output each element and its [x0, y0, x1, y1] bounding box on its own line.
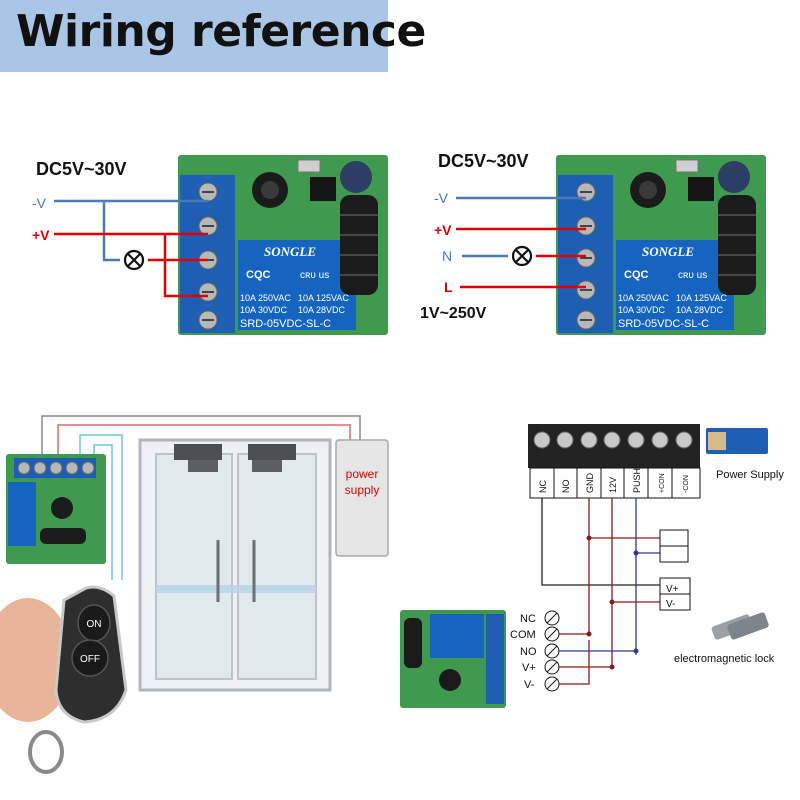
wire-door-cyan-1 — [79, 434, 123, 580]
pos-label-b: +V — [434, 222, 452, 238]
remote-on-label: ON — [87, 619, 102, 630]
door-lock-left — [174, 444, 222, 460]
terminal-pcon-label: +CON — [659, 473, 666, 493]
relay-brand-a: SONGLE — [264, 244, 316, 259]
remote-off-label: OFF — [80, 654, 100, 665]
relay-rating-b-2: 10A 30VDC — [618, 305, 666, 315]
wire-pos-branch-a — [163, 234, 208, 298]
relay-term-com: COM — [510, 629, 536, 641]
relay-rating-a-4: 10A 28VDC — [298, 305, 346, 315]
wire-nc — [541, 498, 660, 586]
neg-label-b: -V — [434, 190, 449, 206]
v-minus-label: V- — [666, 599, 675, 610]
lamp-icon-a — [123, 249, 145, 271]
terminal-push-label: PUSH — [632, 468, 642, 493]
title-banner — [0, 0, 388, 72]
relay-cert-a: CQC — [246, 269, 271, 281]
terminal-ncon-label: -CON — [683, 475, 690, 493]
relay-term-vminus: V- — [524, 679, 535, 691]
v-plus-label: V+ — [666, 584, 679, 595]
remote-off-button — [71, 639, 109, 677]
relay-rating-b-3: 10A 125VAC — [676, 293, 727, 303]
door-leaf-right — [237, 453, 317, 680]
relay-model-b: SRD-05VDC-SL-C — [618, 318, 709, 330]
power-supply-box — [335, 439, 389, 557]
relay-term-nc: NC — [520, 613, 536, 625]
electromagnetic-lock-label: electromagnetic lock — [674, 653, 775, 665]
panel-d-lock-wiring: NC NO GND 12V PUSH +CON -CON Power Suppl… — [400, 424, 784, 708]
key-ring — [28, 730, 64, 774]
power-supply-label: Power Supply — [716, 469, 784, 481]
l-label-b: L — [444, 279, 453, 295]
wire-neg-branch-a — [102, 201, 120, 262]
n-label-b: N — [442, 248, 452, 264]
wire-door-cyan-2 — [93, 444, 113, 580]
relay-term-vplus: V+ — [522, 662, 536, 674]
terminal-12v-label: 12V — [608, 477, 618, 493]
terminal-nc-label: NC — [538, 480, 548, 493]
voltage-label-b: DC5V~30V — [438, 151, 529, 171]
page-title: Wiring reference — [16, 6, 426, 57]
terminal-gnd-label: GND — [585, 473, 595, 494]
relay-rating-b-1: 10A 250VAC — [618, 293, 669, 303]
relay-rating-a-3: 10A 125VAC — [298, 293, 349, 303]
relay-terminal-circles — [544, 610, 560, 692]
relay-rating-a-2: 10A 30VDC — [240, 305, 288, 315]
relay-brand-b: SONGLE — [642, 244, 694, 259]
power-supply-label-2: supply — [345, 483, 380, 497]
door-leaf-left — [155, 453, 233, 680]
terminal-block-screws — [533, 431, 693, 449]
voltage-label-a: DC5V~30V — [36, 159, 127, 179]
lamp-icon-b — [511, 245, 533, 267]
panel-b-ac-wiring: SONGLE CQC cʀᴜ us 10A 250VAC 10A 30VDC 1… — [420, 151, 767, 336]
relay-term-no: NO — [520, 646, 537, 658]
door-lock-right — [248, 444, 296, 460]
panel-c-door-wiring: power supply ON OFF — [0, 415, 389, 774]
ac-voltage-label-b: 1V~250V — [420, 305, 487, 322]
relay-model-a: SRD-05VDC-SL-C — [240, 318, 331, 330]
wire-door-red — [57, 424, 351, 458]
panel-a-dc-wiring: SONGLE CQC cʀᴜ us 10A 250VAC 10A 30VDC 1… — [32, 154, 389, 336]
relay-cert-b: CQC — [624, 269, 649, 281]
door-stripe — [156, 585, 316, 593]
relay-rating-b-4: 10A 28VDC — [676, 305, 724, 315]
terminal-labels: NC NO GND 12V PUSH +CON -CON — [538, 468, 690, 493]
neg-label-a: -V — [32, 195, 47, 211]
hand — [0, 598, 72, 722]
lock-magnet — [727, 612, 769, 640]
pos-label-a: +V — [32, 227, 50, 243]
relay-terminal-labels: NC COM NO V+ V- — [510, 613, 537, 691]
relay-cert-ul-a: cʀᴜ us — [300, 270, 329, 281]
power-supply-label-1: power — [346, 467, 379, 481]
relay-rating-a-1: 10A 250VAC — [240, 293, 291, 303]
relay-cert-ul-b: cʀᴜ us — [678, 270, 707, 281]
wire-door-grey — [41, 415, 361, 458]
terminal-no-label: NO — [561, 480, 571, 494]
